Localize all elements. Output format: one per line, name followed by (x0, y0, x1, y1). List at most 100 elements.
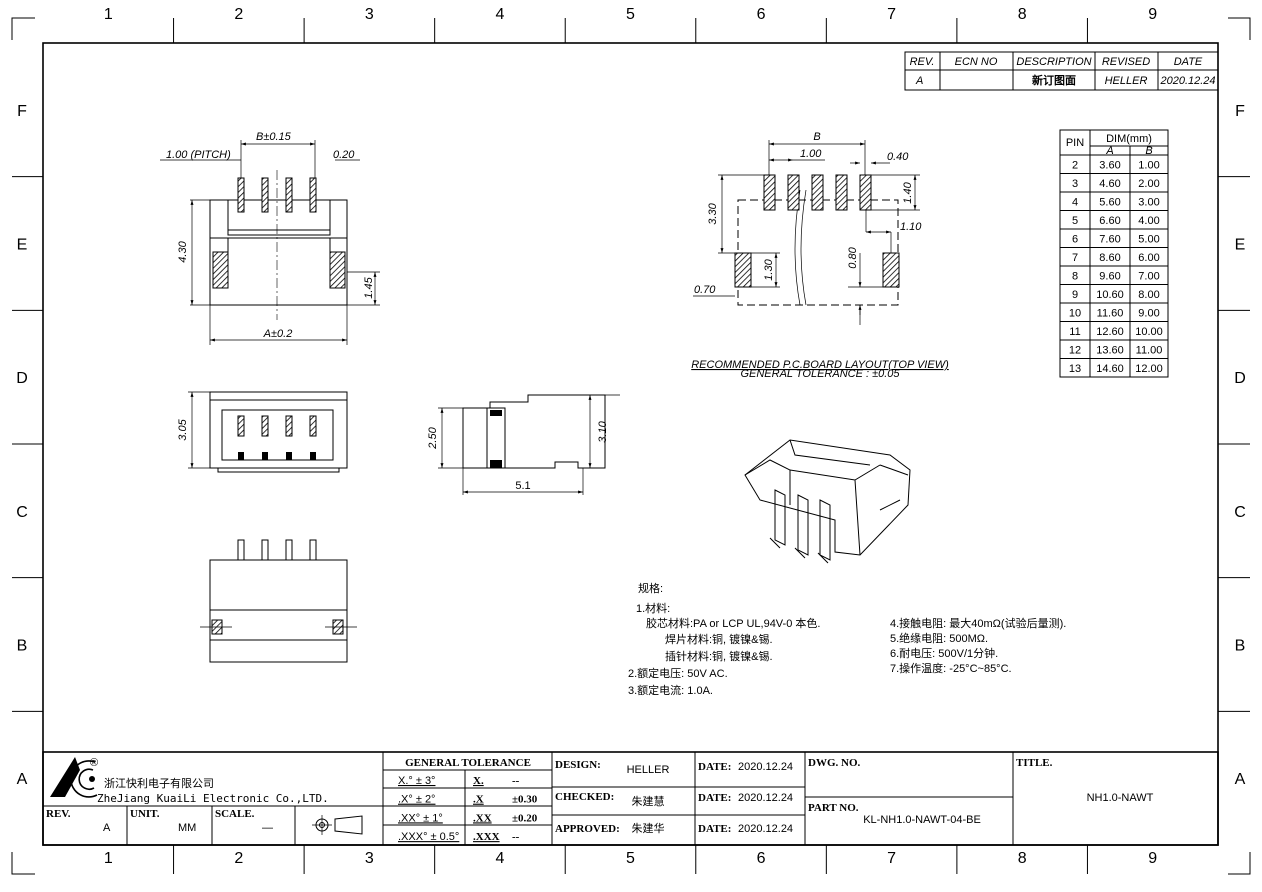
spec-line: 7.操作温度: -25°C~85°C. (890, 661, 1012, 675)
pin-table-cell: 6.00 (1138, 252, 1159, 264)
grid-row-label: A (1235, 771, 1246, 788)
grid-row-label: A (17, 771, 28, 788)
pin-table-cell: 12 (1069, 345, 1081, 357)
pin-table-cell: 5.60 (1099, 197, 1120, 209)
pin-table-row: 10 11.60 9.00 (1069, 308, 1160, 320)
pin-table-cell: 6 (1072, 234, 1078, 246)
design-value: HELLER (627, 764, 670, 776)
pcb-offset-dim: 1.10 (900, 221, 922, 233)
pcb-b-dim: B (813, 131, 820, 143)
pcb-latch-offset-dim: 0.80 (847, 246, 859, 268)
date-label: DATE: (698, 761, 731, 773)
pin-header: PIN (1066, 137, 1084, 149)
pin-table-cell: 9.00 (1138, 308, 1159, 320)
spec-line: 5.绝缘电阻: 500MΩ. (890, 631, 988, 645)
checked-label: CHECKED: (555, 791, 614, 803)
pin-table-cell: 7 (1072, 252, 1078, 264)
pin-table-cell: 4.00 (1138, 215, 1159, 227)
date-label: DATE: (698, 792, 731, 804)
side-height-left-dim: 2.50 (427, 426, 439, 449)
checked-value: 朱建慧 (632, 794, 665, 808)
company-name-cn: 浙江快利电子有限公司 (104, 776, 214, 790)
pcb-latch-width-dim: 0.70 (694, 284, 716, 296)
title-value: NH1.0-NAWT (1087, 792, 1154, 804)
registered-mark: ® (90, 757, 98, 769)
date-label: DATE: (698, 823, 731, 835)
pin-table-cell: 12.60 (1096, 326, 1124, 338)
pin-table-cell: 2.00 (1138, 178, 1159, 190)
pin-table-cell: 4 (1072, 197, 1078, 209)
pcb-pad-width-dim: 0.40 (887, 151, 909, 163)
tolerance-angle: .XX° ± 1° (398, 812, 443, 824)
latch-dim: 1.45 (363, 276, 375, 298)
pin-table-cell: 8.60 (1099, 252, 1120, 264)
pin-table-cell: 10.60 (1096, 289, 1124, 301)
pin-table-cell: 8.00 (1138, 289, 1159, 301)
grid-column-label: 2 (234, 850, 243, 867)
grid-row-label: E (1235, 237, 1246, 254)
description-value: 新订图面 (1032, 73, 1076, 87)
grid-column-label: 6 (757, 6, 766, 23)
front-height-dim: 3.05 (177, 418, 189, 440)
tolerance-linear-value: ±0.20 (512, 812, 538, 824)
tolerance-linear-format: X. (473, 775, 484, 787)
top-view: B±0.15 1.00 (PITCH) 0.20 4.30 A±0.2 1.45 (160, 131, 380, 345)
pcb-span-dim: 3.30 (707, 202, 719, 224)
rev-header: REV. (910, 56, 935, 68)
rev-value: A (103, 822, 111, 834)
tolerance-linear-format: .XXX (473, 831, 500, 843)
grid-column-label: 6 (757, 850, 766, 867)
unit-value: MM (178, 822, 196, 834)
pin-table-cell: 10.00 (1135, 326, 1163, 338)
design-date: 2020.12.24 (738, 761, 793, 773)
pcb-pad-length-dim: 1.40 (902, 181, 914, 203)
description-header: DESCRIPTION (1016, 56, 1091, 68)
pin-table-cell: 3.60 (1099, 160, 1120, 172)
pcb-layout-view: B 1.00 0.40 1.40 3.30 1.10 1.30 0.80 0.7… (691, 131, 949, 380)
tolerance-linear-format: .XX (473, 812, 492, 824)
grid-column-label: 4 (495, 6, 504, 23)
spec-line: 焊片材料:铜, 镀镍&锡. (665, 632, 773, 646)
grid-column-label: 7 (887, 850, 896, 867)
tolerance-angle: X.° ± 3° (398, 775, 435, 787)
approved-date: 2020.12.24 (738, 823, 793, 835)
scale-value: — (262, 822, 273, 834)
pin-table-cell: 3.00 (1138, 197, 1159, 209)
pin-table-cell: 12.00 (1135, 363, 1163, 375)
company-logo (50, 757, 98, 798)
pin-table-cell: 11.00 (1136, 345, 1163, 357)
pin-table-cell: 7.60 (1099, 234, 1120, 246)
grid-column-label: 9 (1148, 850, 1157, 867)
scale-label: SCALE. (215, 808, 255, 820)
tolerance-linear-value: ±0.30 (512, 794, 538, 806)
pin-table-cell: 11.60 (1097, 308, 1124, 320)
ecn-header: ECN NO (955, 56, 998, 68)
right-latch (329, 251, 346, 289)
title-label: TITLE. (1016, 757, 1053, 769)
spec-line: 插针材料:铜, 镀镍&锡. (665, 649, 773, 663)
pin-table-cell: 1.00 (1138, 160, 1159, 172)
pin-table-cell: 8 (1072, 271, 1078, 283)
pin-table-row: 11 12.60 10.00 (1069, 326, 1162, 338)
grid-column-label: 7 (887, 6, 896, 23)
tolerance-angle: .XXX° ± 0.5° (398, 831, 459, 843)
pin-table-cell: 5 (1072, 215, 1078, 227)
grid-row-label: E (17, 237, 28, 254)
grid-row-label: F (1235, 103, 1245, 120)
grid-row-label: C (1234, 504, 1246, 521)
b-header: B (1145, 145, 1152, 157)
pcb-layout-tolerance: GENERAL TOLERANCE : ±0.05 (740, 368, 900, 380)
title-block: ® 浙江快利电子有限公司 ZheJiang KuaiLi Electronic … (42, 751, 1219, 846)
left-latch (212, 251, 229, 289)
side-view: 2.50 3.10 5.1 (427, 394, 620, 495)
pin-table-cell: 11 (1069, 326, 1080, 338)
pin-table-cell: 10 (1069, 308, 1081, 320)
